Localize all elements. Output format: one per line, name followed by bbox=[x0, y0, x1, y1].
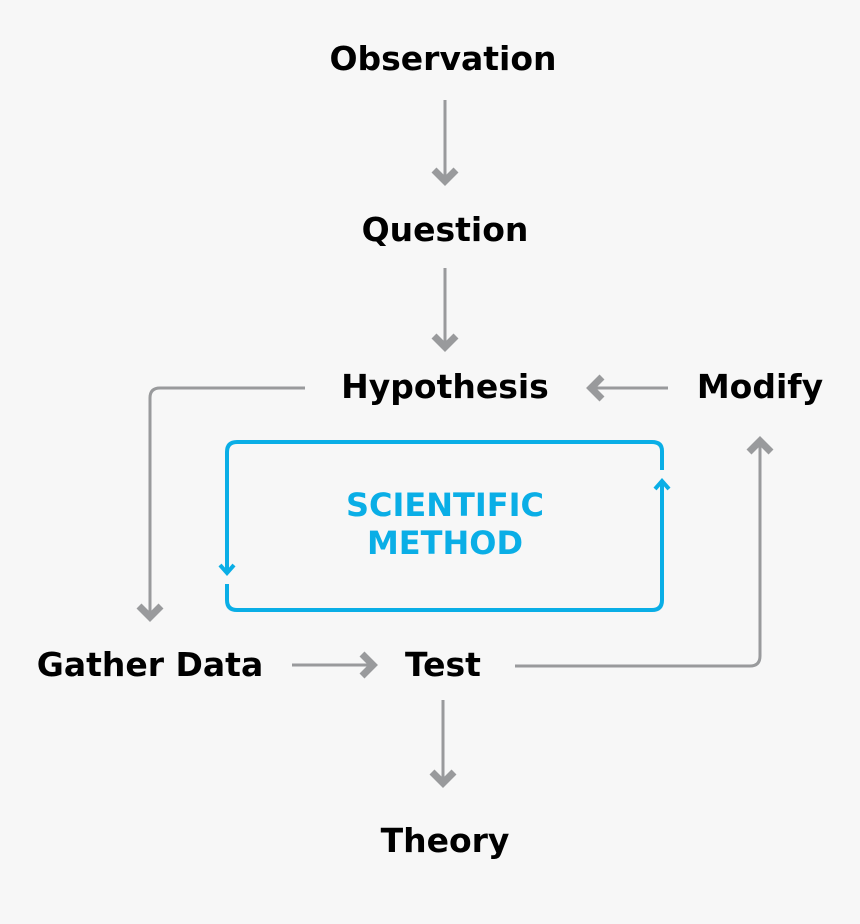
arrow-observation-to-question bbox=[431, 100, 459, 186]
node-gather-data: Gather Data bbox=[37, 645, 263, 684]
cycle-arrow-down-icon bbox=[218, 563, 236, 577]
arrow-gather-data-to-test bbox=[292, 651, 378, 679]
arrow-modify-to-hypothesis bbox=[586, 374, 668, 402]
arrow-hypothesis-to-gather-data bbox=[136, 386, 305, 622]
center-title-line2: METHOD bbox=[367, 524, 523, 562]
cycle-path-bottom-right bbox=[225, 482, 664, 612]
scientific-method-cycle bbox=[218, 440, 671, 612]
node-question: Question bbox=[362, 210, 529, 249]
node-modify: Modify bbox=[697, 367, 823, 406]
arrow-test-to-modify bbox=[515, 436, 774, 668]
cycle-arrow-up-icon bbox=[653, 477, 671, 491]
node-hypothesis: Hypothesis bbox=[341, 367, 549, 406]
node-test: Test bbox=[405, 645, 481, 684]
node-observation: Observation bbox=[329, 39, 556, 78]
cycle-path-top-left bbox=[225, 440, 664, 573]
node-theory: Theory bbox=[381, 821, 510, 860]
center-title-line1: SCIENTIFIC bbox=[346, 486, 544, 524]
arrow-question-to-hypothesis bbox=[431, 268, 459, 352]
arrow-test-to-theory bbox=[429, 700, 457, 788]
